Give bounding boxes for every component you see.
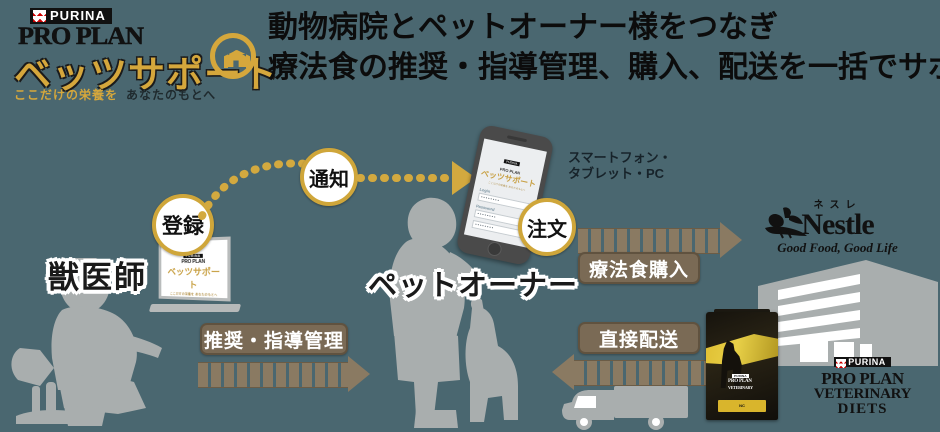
badge-register[interactable]: 登録: [152, 194, 214, 256]
bag-body: PURINA PRO PLAN VETERINARY NC: [706, 312, 778, 420]
bag-proplan-label: PRO PLAN: [728, 379, 752, 384]
laptop-service-label: ベッツサポート: [167, 266, 221, 291]
house-icon: [225, 50, 247, 67]
headline-line-1: 動物病院とペットオーナー様をつなぎ: [268, 11, 778, 44]
laptop-tagline: ここだけの栄養を あなたのもとへ: [169, 291, 218, 297]
flow-arrow-guidance: [198, 356, 372, 392]
proplan-veterinary-diets-logo: PURINA PRO PLAN VETERINARY DIETS: [800, 352, 925, 417]
label-pet-owner: ペットオーナー: [368, 270, 579, 302]
tagline-gold: ここだけの栄養を: [14, 88, 119, 102]
bag-code-label: NC: [718, 400, 766, 412]
proplan-label: PRO PLAN: [18, 23, 145, 51]
purina-label: PURINA: [50, 8, 106, 23]
ribbon-guidance[interactable]: 推奨・指導管理: [200, 323, 348, 355]
pet-owner-silhouette: [389, 197, 518, 428]
notification-path-line: [356, 174, 464, 182]
warehouse-icon: [758, 260, 938, 366]
flow-arrow-guidance-head: [348, 356, 370, 392]
purina-checker-icon: [33, 10, 46, 22]
clinic-at-icon: [210, 33, 256, 79]
ppvd-checker-icon: [836, 359, 847, 368]
page-headline: 動物病院とペットオーナー様をつなぎ 療法食の推奨・指導管理、購入、配送を一括でサ…: [268, 8, 940, 88]
tagline-dark: あなたのもとへ: [126, 88, 217, 102]
product-bag: PURINA PRO PLAN VETERINARY NC: [706, 309, 778, 420]
brand-logo: PURINA PRO PLAN ベッツサポート ここだけの栄養をあなたのもとへ: [8, 6, 279, 106]
flow-arrow-purchase-body: [578, 228, 722, 254]
badge-notify[interactable]: 通知: [300, 148, 358, 206]
purina-badge: PURINA: [30, 8, 112, 24]
delivery-truck-icon: [562, 386, 688, 430]
ppvd-line-1: PRO PLAN: [821, 369, 904, 388]
device-label-line-1: スマートフォン・: [568, 150, 672, 165]
headline-line-2: 療法食の推奨・指導管理、購入、配送を一括でサポート: [268, 51, 940, 84]
flow-arrow-guidance-body: [198, 362, 350, 388]
ribbon-purchase[interactable]: 療法食購入: [578, 252, 700, 284]
ppvd-line-3: DIETS: [837, 401, 888, 417]
notification-path-arc: [198, 159, 312, 220]
nestle-logo: ネスレ Nestle Good Food, Good Life: [745, 196, 930, 256]
flow-arrow-delivery: [552, 354, 728, 390]
laptop-base: [148, 304, 242, 312]
ribbon-delivery[interactable]: 直接配送: [578, 322, 700, 354]
nestle-tagline: Good Food, Good Life: [777, 240, 898, 255]
device-label-line-2: タブレット・PC: [568, 166, 665, 181]
flow-arrow-delivery-head: [552, 354, 574, 390]
device-label: スマートフォン・ タブレット・PC: [568, 150, 672, 182]
label-veterinarian: 獣医師: [48, 260, 147, 295]
flow-arrow-delivery-body: [574, 360, 726, 386]
ppvd-line-2: VETERINARY: [813, 386, 912, 402]
phone-purina-label: PURINA: [503, 159, 520, 167]
bag-veterinary-label: VETERINARY: [728, 385, 753, 390]
bag-purina-label: PURINA: [732, 374, 749, 378]
phone-speaker: [506, 135, 528, 143]
ppvd-purina-badge: PURINA: [834, 357, 891, 368]
nest-bird-icon: [765, 207, 807, 239]
laptop-screen-content: PURINA PRO PLAN ベッツサポート ここだけの栄養を あなたのもとへ: [167, 252, 221, 297]
brand-tagline: ここだけの栄養をあなたのもとへ: [14, 86, 216, 103]
nestle-wordmark: Nestle: [801, 208, 874, 241]
flow-arrow-purchase: [578, 222, 744, 258]
veterinarian-silhouette: [11, 258, 162, 426]
nestle-furigana: ネスレ: [813, 200, 862, 211]
bag-swoosh: [706, 334, 778, 366]
dotted-arc: [198, 159, 312, 220]
ppvd-purina-label: PURINA: [848, 357, 886, 367]
badge-order[interactable]: 注文: [518, 198, 576, 256]
flow-arrow-purchase-head: [720, 222, 742, 258]
